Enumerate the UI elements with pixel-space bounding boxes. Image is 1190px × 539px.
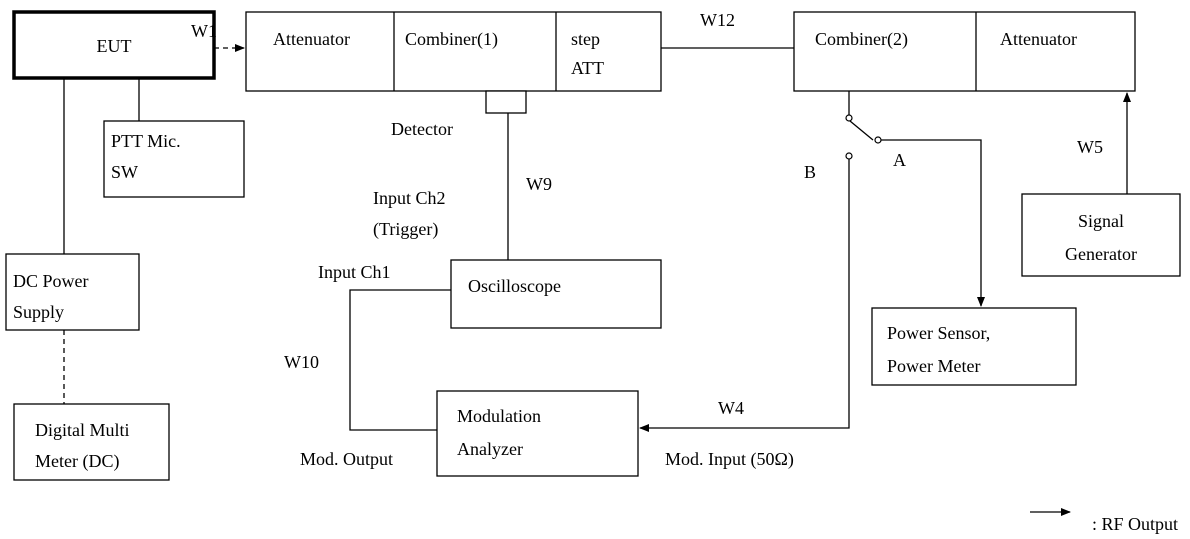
power-meter-label-line2: Power Meter	[887, 356, 980, 376]
input-ch2-label-line1: Input Ch2	[373, 188, 446, 208]
w9-label: W9	[526, 174, 552, 194]
ptt-label-line2: SW	[111, 162, 138, 182]
mod-analyzer-label-line2: Analyzer	[457, 439, 523, 459]
switch-pivot	[845, 114, 853, 122]
mod-input-label: Mod. Input (50Ω)	[665, 449, 794, 470]
input-ch1-label: Input Ch1	[318, 262, 391, 282]
w4-arrow	[639, 159, 850, 432]
signal-gen-label-line1: Signal	[1078, 211, 1124, 231]
mod-analyzer-label-line1: Modulation	[457, 406, 541, 426]
eut-block: EUT	[12, 10, 216, 80]
switch-a-label: A	[893, 150, 906, 170]
detector-label: Detector	[391, 119, 453, 139]
w1-label: W1	[191, 21, 217, 41]
dc-power-supply-block: DC Power Supply	[5, 253, 140, 331]
attenuator-2-label: Attenuator	[1000, 29, 1077, 49]
mod-output-label: Mod. Output	[300, 449, 393, 469]
oscilloscope-label: Oscilloscope	[468, 276, 561, 296]
w5-label: W5	[1077, 137, 1103, 157]
step-att-label-line2: ATT	[571, 58, 604, 78]
dmm-label-line2: Meter (DC)	[35, 451, 119, 472]
switch-contact-b	[845, 152, 853, 160]
signal-gen-label-line2: Generator	[1065, 244, 1137, 264]
signal-generator-block: Signal Generator	[1021, 193, 1181, 277]
digital-multimeter-block: Digital Multi Meter (DC)	[13, 403, 170, 481]
combiner-1-label: Combiner(1)	[405, 29, 498, 50]
switch-blade	[849, 120, 874, 141]
ptt-label-line1: PTT Mic.	[111, 131, 181, 151]
detector-block	[485, 90, 527, 114]
switch-contact-a	[874, 136, 882, 144]
attenuator-combiner-step-att-group: Attenuator Combiner(1) step ATT	[245, 11, 662, 92]
input-ch2-label-line2: (Trigger)	[373, 219, 438, 240]
w4-label: W4	[718, 398, 744, 418]
power-meter-block: Power Sensor, Power Meter	[871, 307, 1077, 386]
w10-label: W10	[284, 352, 319, 372]
modulation-analyzer-block: Modulation Analyzer	[436, 390, 639, 477]
legend-rf-output-label: : RF Output	[1092, 514, 1178, 534]
power-meter-label-line1: Power Sensor,	[887, 323, 990, 343]
oscilloscope-block: Oscilloscope	[450, 259, 662, 329]
dc-power-label-line1: DC Power	[13, 271, 89, 291]
step-att-label-line1: step	[571, 29, 600, 49]
dc-power-label-line2: Supply	[13, 302, 64, 322]
path-a-arrow	[881, 139, 985, 307]
w12-label: W12	[700, 10, 735, 30]
dmm-label-line1: Digital Multi	[35, 420, 130, 440]
w10-wire	[349, 289, 451, 431]
combiner-2-attenuator-group: Combiner(2) Attenuator	[793, 11, 1136, 92]
attenuator-1-label: Attenuator	[273, 29, 350, 49]
ptt-mic-switch-block: PTT Mic. SW	[103, 120, 245, 198]
eut-label: EUT	[97, 36, 132, 56]
combiner-2-label: Combiner(2)	[815, 29, 908, 50]
switch-b-label: B	[804, 162, 816, 182]
